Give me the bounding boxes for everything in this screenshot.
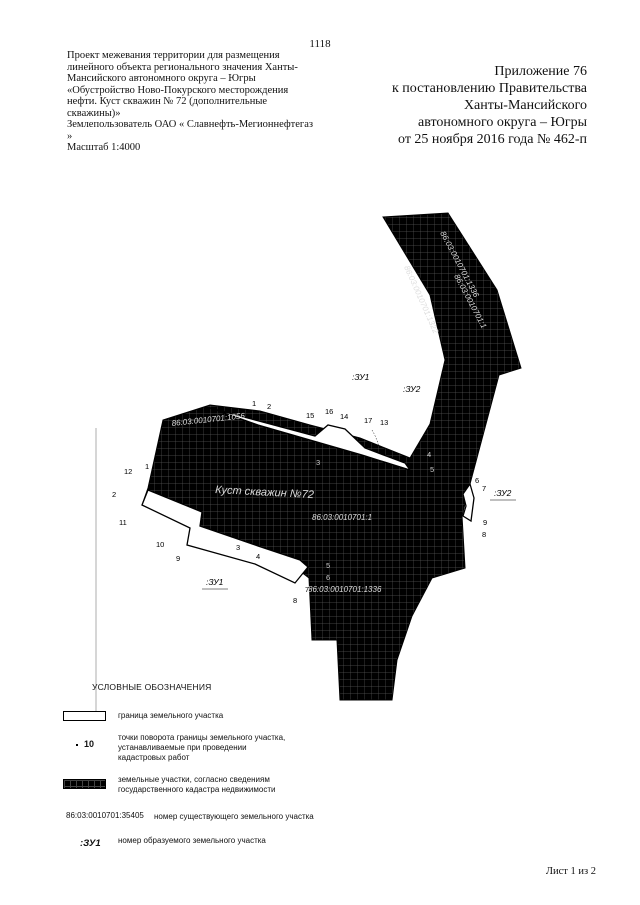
sheet-label: Лист 1 из 2 <box>545 866 596 877</box>
point-number: 7 <box>305 585 309 594</box>
point-number: 12 <box>124 467 132 476</box>
point-number: 1 <box>145 462 149 471</box>
point-marker-icon <box>76 744 78 746</box>
project-description: Проект межевания территории для размещен… <box>67 50 317 154</box>
point-number: 8 <box>482 530 486 539</box>
boundary-swatch <box>63 711 106 721</box>
leader-line <box>371 429 381 453</box>
point-number: 6 <box>326 573 330 582</box>
point-number: 14 <box>340 412 348 421</box>
point-number: 5 <box>326 561 330 570</box>
point-number: 16 <box>325 407 333 416</box>
point-number: 6 <box>475 476 479 485</box>
zu2-right-boundary <box>462 482 475 523</box>
point-number: 9 <box>483 518 487 527</box>
parcel-number-example: 86:03:0010701:35405 <box>66 811 144 820</box>
project-title: Проект межевания территории для размещен… <box>67 50 298 119</box>
cadastre-swatch <box>63 779 106 789</box>
point-number: 17 <box>364 416 372 425</box>
cadastre-legend-text: земельные участки, согласно сведениям го… <box>118 775 276 794</box>
boundary-legend-text: граница земельного участка <box>118 711 224 720</box>
point-number: 7 <box>482 484 486 493</box>
point-number: 3 <box>316 458 320 467</box>
appendix-line-4: автономного округа – Югры <box>418 115 587 130</box>
new-parcel-label: :ЗУ1 <box>352 372 370 382</box>
point-number: 3 <box>236 543 240 552</box>
new-parcel-label: :ЗУ2 <box>403 384 421 394</box>
point-number: 2 <box>112 490 116 499</box>
point-number: 11 <box>119 518 127 527</box>
map-scale: Масштаб 1:4000 <box>67 142 141 153</box>
point-number: 9 <box>176 554 180 563</box>
appendix-header: Приложение 76 к постановлению Правительс… <box>392 63 587 148</box>
point-number: 15 <box>306 411 314 420</box>
appendix-line-3: Ханты-Мансийского <box>463 98 587 113</box>
point-number: 4 <box>256 552 260 561</box>
new-parcel-label: :ЗУ2 <box>494 488 512 498</box>
point-number-example: 10 <box>84 739 95 749</box>
new-parcel-example: :ЗУ1 <box>80 838 101 849</box>
page-number: 1118 <box>309 38 331 50</box>
legend-title: УСЛОВНЫЕ ОБОЗНАЧЕНИЯ <box>92 682 212 692</box>
points-legend-text: точки поворота границы земельного участк… <box>118 733 286 762</box>
point-number: 1 <box>252 399 256 408</box>
zu1-boundary <box>141 489 309 584</box>
appendix-line-5: от 25 ноября 2016 года № 462-п <box>398 132 587 147</box>
parcel-number-legend-text: номер существующего земельного участка <box>154 812 314 821</box>
point-number: 10 <box>156 540 164 549</box>
point-number: 8 <box>293 596 297 605</box>
site-label: Куст скважин №72 <box>215 484 314 501</box>
point-number: 13 <box>380 418 388 427</box>
appendix-line-1: Приложение 76 <box>494 64 587 79</box>
point-number: 5 <box>430 465 434 474</box>
parcel-number: 86:03:0010701:1336 <box>308 585 382 594</box>
point-number: 2 <box>267 402 271 411</box>
land-user: Землепользователь ОАО « Славнефть-Мегион… <box>67 119 314 142</box>
zu2-top-boundary <box>209 407 412 472</box>
new-parcel-legend-text: номер образуемого земельного участка <box>118 836 266 845</box>
appendix-line-2: к постановлению Правительства <box>391 81 587 96</box>
parcel-number: 86:03:0010701:1 <box>312 513 372 522</box>
existing-parcel-area <box>141 212 522 701</box>
new-parcel-label: :ЗУ1 <box>206 577 224 587</box>
point-number: 4 <box>427 450 431 459</box>
